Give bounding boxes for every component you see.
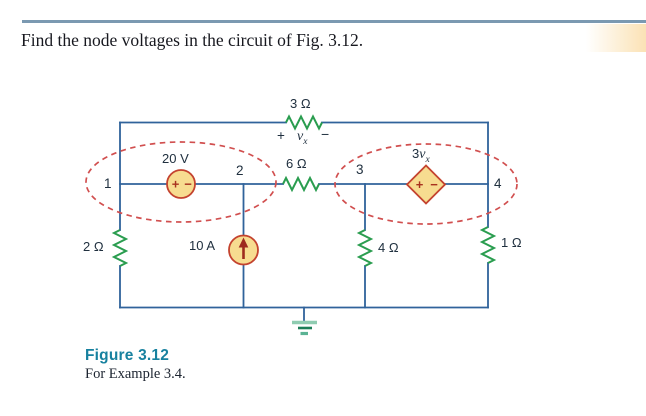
label-resistor-3ohm: 3 Ω [290,96,311,111]
figure-caption: For Example 3.4. [85,366,186,382]
vx-variable-sub: x [303,136,308,147]
node-label-1: 1 [104,176,112,191]
voltage-source-minus-mark: − [184,177,192,192]
dependent-var-sub: x [425,154,430,165]
vx-variable: vx [297,129,307,147]
dependent-coef: 3 [412,146,420,161]
supernode-3-4-outline [334,143,518,225]
label-voltage-source-20v: 20 V [162,151,189,166]
figure-label: Figure 3.12 [85,347,170,364]
dependent-source-3vx-icon: + − [405,164,447,205]
resistor-4ohm-icon [356,229,374,267]
resistor-6ohm-icon [282,175,320,193]
node-label-2: 2 [236,163,244,178]
label-dependent-source-3vx: 3vx [412,146,430,165]
supernode-1-2-outline [85,141,277,223]
dependent-source-minus-mark: − [430,177,438,192]
ground-symbol-icon [292,320,317,336]
resistor-1ohm-icon [479,226,497,264]
decorative-margin-tab [586,24,646,52]
vx-minus-sign: − [321,126,330,142]
node-label-4: 4 [494,176,502,191]
vx-variable-v: v [297,129,304,144]
label-current-source-10a: 10 A [189,238,216,253]
current-source-10a-icon [228,234,259,266]
vx-plus-sign: + [277,128,285,143]
voltage-source-plus-mark: + [172,177,180,192]
resistor-2ohm-icon [111,229,129,267]
node-label-3: 3 [356,162,364,177]
label-resistor-4ohm: 4 Ω [378,240,399,255]
problem-statement: Find the node voltages in the circuit of… [21,30,364,50]
label-resistor-2ohm: 2 Ω [83,239,104,254]
current-arrow-head [238,237,249,248]
section-divider-rule [22,20,646,23]
label-resistor-6ohm: 6 Ω [286,156,307,171]
voltage-source-20v-icon: + − [166,169,196,199]
dependent-source-plus-mark: + [416,177,424,192]
dependent-var: v [419,147,426,162]
resistor-3ohm-icon [285,114,323,131]
label-resistor-1ohm: 1 Ω [501,235,522,250]
